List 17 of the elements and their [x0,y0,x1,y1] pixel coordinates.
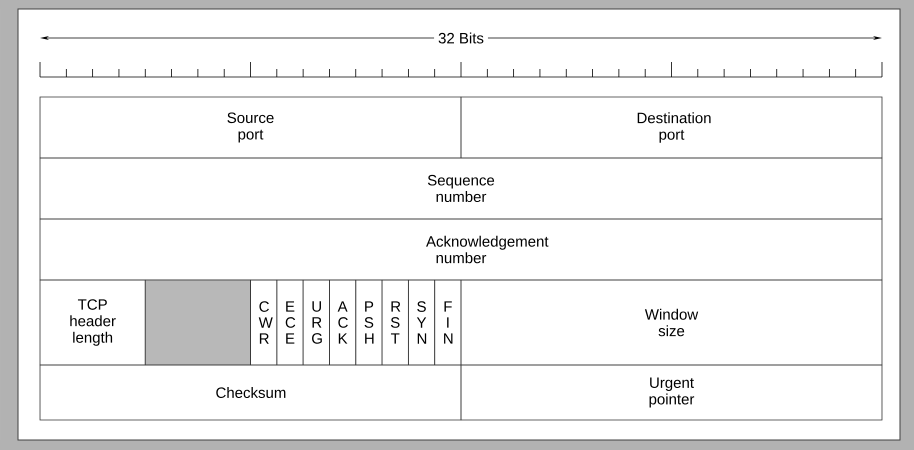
flag-bit-cell: A C K [329,280,356,366]
flag-bit-cell: C W R [250,280,278,366]
flag-bit-cell: S Y N [408,280,436,366]
flag-bit-cell: F I N [434,280,462,366]
header-field-cell: Checksum [40,364,462,420]
header-field-cell: Window size [460,280,882,366]
header-field-cell: Destination port [460,96,882,158]
header-field-cell: Source port [40,96,462,158]
header-field-cell: Urgent pointer [460,364,882,420]
header-field-cell: Acknowledgement number [40,218,882,280]
flag-bit-cell: E C E [276,280,304,366]
dimension-label: 32 Bits [434,28,488,48]
flag-bit-cell: U R G [302,280,330,366]
flag-bit-cell: R S T [382,280,409,366]
reserved-bits-box [144,280,251,366]
flag-bit-cell: P S H [355,280,382,366]
header-field-cell: Sequence number [40,158,882,220]
